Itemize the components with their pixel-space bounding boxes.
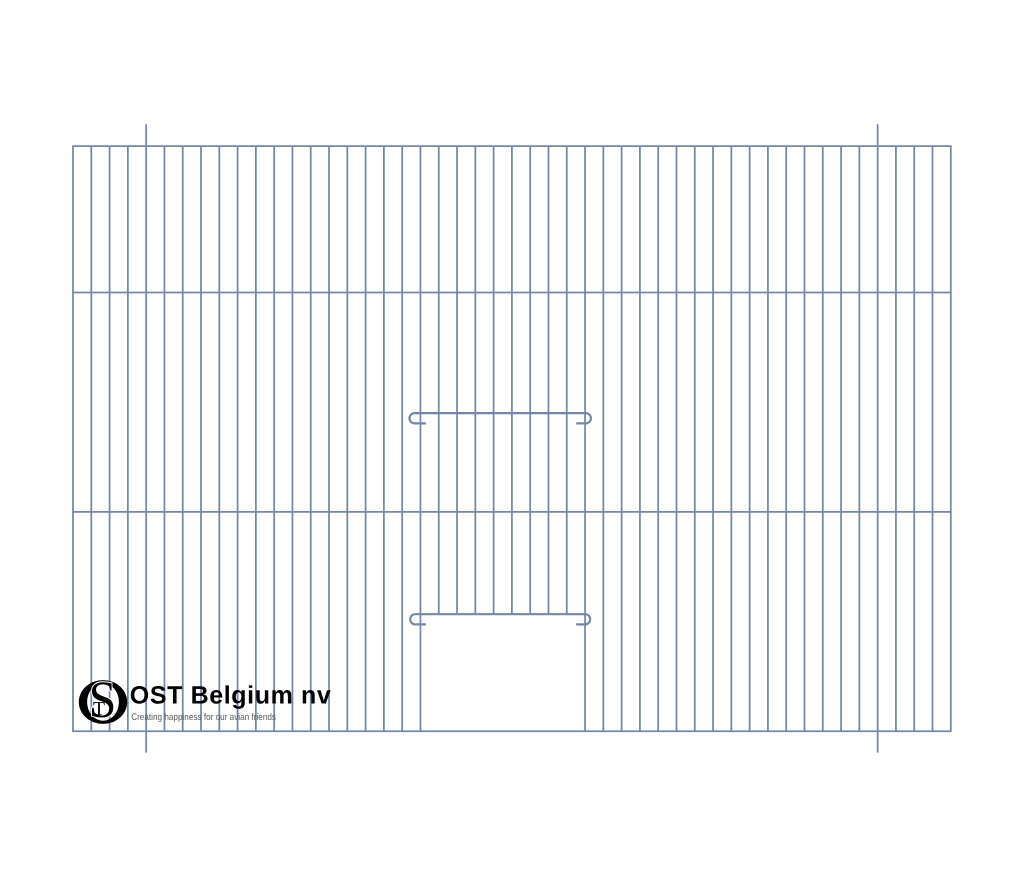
svg-text:OST Belgium nv: OST Belgium nv — [130, 682, 331, 710]
svg-text:Creating happiness for our avi: Creating happiness for our avian friends — [131, 712, 276, 723]
svg-text:T: T — [93, 699, 105, 720]
svg-text:S: S — [89, 671, 117, 729]
